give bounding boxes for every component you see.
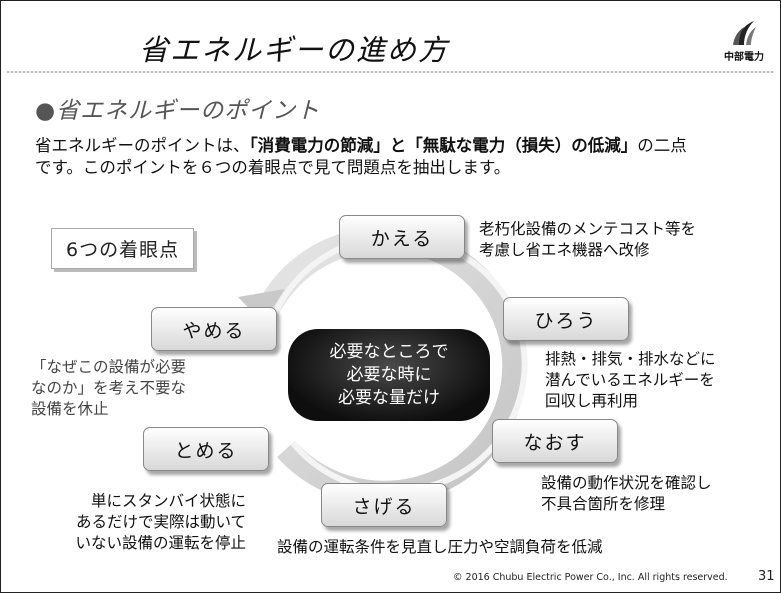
intro-bold: 「消費電力の節減」と「無駄な電力（損失）の低減」 [249, 136, 638, 155]
desc-sageru-line-1: 設備の運転条件を見直し圧力や空調負荷を低減 [277, 538, 603, 556]
desc-tomeru-line-1: 単にスタンバイ状態に [90, 492, 246, 510]
desc-kaeru: 老朽化設備のメンテコスト等を 考慮し省エネ機器へ改修 [479, 219, 696, 261]
desc-hirou: 排熱・排気・排水などに 潜んでいるエネルギーを 回収し再利用 [545, 349, 716, 412]
desc-yameru: 「なぜこの設備が必要 なのか」を考え不要な 設備を休止 [31, 357, 186, 420]
page-number: 31 [758, 569, 775, 584]
company-logo: 中部電力 [719, 19, 769, 65]
step-tomeru: とめる [143, 427, 269, 471]
desc-yameru-line-2: なのか」を考え不要な [31, 379, 187, 397]
intro-text: 省エネルギーのポイントは、「消費電力の節減」と「無駄な電力（損失）の低減」の二点… [35, 135, 765, 179]
desc-tomeru-line-3: いない設備の運転を停止 [75, 534, 246, 552]
desc-tomeru: 単にスタンバイ状態に あるだけで実際は動いて いない設備の運転を停止 [31, 491, 246, 554]
slide-title: 省エネルギーの進め方 [139, 33, 450, 67]
desc-naosu-line-2: 不具合箇所を修理 [541, 495, 666, 513]
intro-suffix: の二点 [637, 136, 687, 155]
title-divider [7, 71, 774, 73]
desc-yameru-line-3: 設備を休止 [31, 400, 109, 418]
points-label: 6つの着眼点 [51, 228, 195, 269]
step-hirou: ひろう [503, 297, 629, 341]
center-line-2: 必要な時に [346, 364, 432, 385]
desc-sageru: 設備の運転条件を見直し圧力や空調負荷を低減 [277, 537, 603, 558]
desc-yameru-line-1: 「なぜこの設備が必要 [31, 358, 187, 376]
desc-hirou-line-3: 回収し再利用 [545, 392, 639, 410]
logo-mark-icon [733, 21, 756, 45]
desc-hirou-line-2: 潜んでいるエネルギーを [545, 371, 715, 389]
logo-text: 中部電力 [724, 52, 764, 63]
center-message: 必要なところで 必要な時に 必要な量だけ [288, 329, 490, 421]
step-yameru: やめる [151, 307, 277, 351]
section-title: ●省エネルギーのポイント [35, 98, 321, 124]
desc-hirou-line-1: 排熱・排気・排水などに [545, 350, 716, 368]
desc-naosu-line-1: 設備の動作状況を確認し [541, 474, 712, 492]
copyright: © 2016 Chubu Electric Power Co., Inc. Al… [453, 572, 728, 583]
desc-kaeru-line-1: 老朽化設備のメンテコスト等を [479, 220, 697, 238]
center-line-1: 必要なところで [329, 341, 449, 362]
desc-naosu: 設備の動作状況を確認し 不具合箇所を修理 [541, 473, 712, 515]
intro-prefix: 省エネルギーのポイントは、 [35, 136, 250, 155]
desc-tomeru-line-2: あるだけで実際は動いて [75, 513, 246, 531]
center-line-3: 必要な量だけ [338, 387, 440, 408]
intro-line2: です。このポイントを６つの着眼点で見て問題点を抽出します。 [35, 158, 511, 177]
desc-kaeru-line-2: 考慮し省エネ機器へ改修 [479, 241, 650, 259]
step-kaeru: かえる [339, 215, 465, 259]
step-naosu: なおす [492, 419, 618, 463]
step-sageru: さげる [321, 483, 447, 527]
